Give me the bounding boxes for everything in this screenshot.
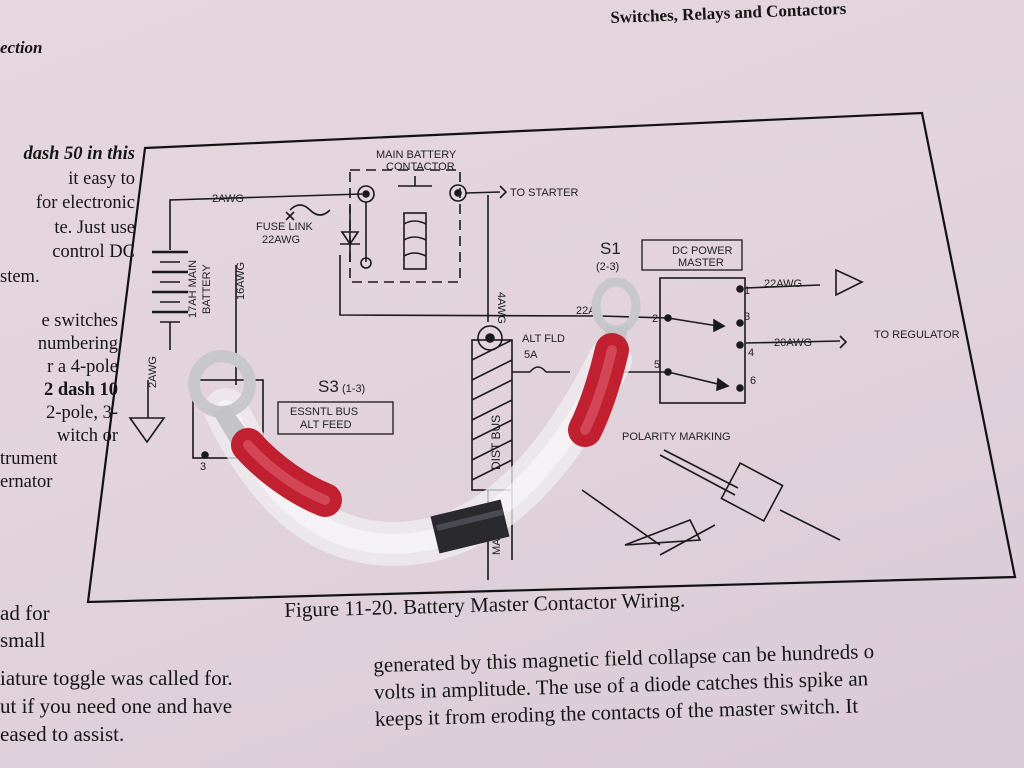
s1-22awg-label: 22AWG bbox=[764, 278, 802, 290]
pin-3-label: 3 bbox=[744, 311, 750, 323]
text-line: ad for bbox=[0, 601, 50, 625]
ferrite-bead bbox=[430, 499, 510, 554]
pin-6-label: 6 bbox=[750, 375, 756, 387]
s1-label: S1 bbox=[600, 239, 621, 258]
alt-fld-label: ALT FLD bbox=[522, 333, 565, 345]
wire-22awg-mid-label: 22A bbox=[576, 305, 596, 317]
text-line: numbering bbox=[37, 334, 118, 354]
polarity-marking-label: POLARITY MARKING bbox=[622, 431, 731, 443]
text-line: dash 50 in this bbox=[23, 144, 135, 164]
contactor-label-1: MAIN BATTERY bbox=[376, 149, 457, 161]
to-starter-label: TO STARTER bbox=[510, 187, 579, 199]
wire-4awg-label: 4AWG bbox=[495, 292, 507, 324]
bottom-left-column: iature toggle was called for. ut if you … bbox=[0, 664, 233, 748]
to-regulator-label: TO REGULATOR bbox=[874, 329, 960, 341]
figure-frame bbox=[86, 111, 1017, 604]
fuse-link-label: FUSE LINK bbox=[256, 221, 314, 233]
text-line: 2 dash 10 bbox=[43, 380, 118, 400]
text-line: te. Just use bbox=[54, 217, 135, 238]
s3-sub-label: (1-3) bbox=[342, 383, 365, 395]
bottom-fragment-label: MA bbox=[491, 538, 503, 555]
text-line: iature toggle was called for. bbox=[0, 666, 233, 690]
pin-2-label: 2 bbox=[652, 313, 658, 325]
schematic-lines bbox=[128, 169, 864, 580]
fuse-22awg-label: 22AWG bbox=[262, 234, 300, 246]
essntl-bus-label-1: ESSNTL BUS bbox=[290, 406, 358, 418]
s1-sub-label: (2-3) bbox=[596, 261, 619, 273]
text-line: control DC bbox=[52, 242, 135, 262]
wire-2awg-top-label: 2AWG bbox=[212, 193, 244, 205]
dc-power-label-box bbox=[641, 239, 743, 271]
text-line: for electronic bbox=[35, 193, 135, 213]
dc-power-label-1: DC POWER bbox=[672, 245, 733, 257]
wire-16awg-label: 16AWG bbox=[235, 262, 247, 300]
dc-power-label-2: MASTER bbox=[678, 257, 724, 269]
text-line: r a 4-pole bbox=[47, 357, 118, 377]
diode-wire-assembly bbox=[188, 277, 641, 566]
text-line: e switches bbox=[41, 311, 118, 331]
text-line: trument bbox=[0, 449, 58, 469]
text-line: 2-pole, 3- bbox=[46, 403, 118, 423]
text-line: ut if you need one and have bbox=[0, 694, 233, 718]
battery-label-1: 17AH MAIN bbox=[187, 260, 199, 318]
s1-20awg-label: 20AWG bbox=[774, 337, 812, 349]
essntl-bus-label-2: ALT FEED bbox=[300, 419, 352, 431]
battery-label-2: BATTERY bbox=[201, 264, 213, 314]
text-line: stem. bbox=[0, 266, 40, 287]
text-line: it easy to bbox=[68, 168, 135, 189]
text-line: small bbox=[0, 628, 46, 652]
wire-2awg-left-label: 2AWG bbox=[147, 356, 159, 388]
pin-1-label: 1 bbox=[744, 285, 750, 297]
essntl-bus-label-box bbox=[277, 401, 394, 435]
left-column-paragraph-3: ad for small bbox=[0, 600, 50, 654]
section-header-fragment: ection bbox=[0, 38, 43, 57]
s3-label: S3 bbox=[318, 377, 339, 396]
left-column-paragraph-1: dash 50 in this it easy to for electroni… bbox=[0, 142, 135, 289]
alt-fld-5a-label: 5A bbox=[524, 349, 538, 361]
text-line: witch or bbox=[56, 426, 118, 446]
dist-bus-label: DIST BUS bbox=[489, 415, 503, 470]
s3-pin-3-label: 3 bbox=[200, 461, 206, 473]
left-column-paragraph-2: e switches numbering r a 4-pole 2 dash 1… bbox=[0, 310, 118, 494]
text-line: ernator bbox=[0, 472, 53, 492]
contactor-label-2: CONTACTOR bbox=[386, 161, 455, 173]
pin-5-label: 5 bbox=[654, 359, 660, 371]
text-line: eased to assist. bbox=[0, 722, 125, 746]
pin-4-label: 4 bbox=[748, 347, 754, 359]
